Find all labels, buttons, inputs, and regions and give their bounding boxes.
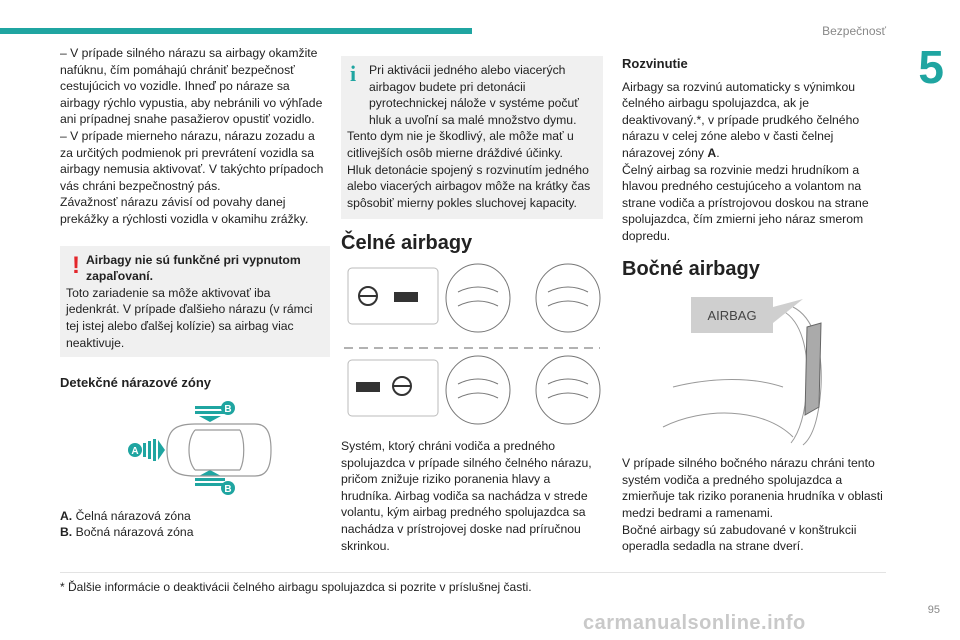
info-icon: i xyxy=(350,61,357,86)
deployment-text-end: . xyxy=(716,145,720,160)
warning-text: Toto zariadenie sa môže aktivovať iba je… xyxy=(66,285,313,350)
warning-heading: Airbagy nie sú funkčné pri vypnutom zapa… xyxy=(86,252,301,284)
deployment-text: Airbagy sa rozvinú automaticky s výnimko… xyxy=(622,79,884,162)
footer-divider xyxy=(60,572,886,573)
page-number: 95 xyxy=(927,604,940,616)
watermark: carmanualsonline.info xyxy=(583,612,806,634)
airbag-label-box xyxy=(691,297,773,334)
side-airbags-heading: Bočné airbagy xyxy=(622,257,760,280)
zone-a-label: A xyxy=(131,446,138,457)
column-middle: i Pri aktivácii jedného alebo viacerých … xyxy=(341,56,603,554)
zone-b-marker xyxy=(221,400,235,415)
side-airbag-module xyxy=(804,322,822,416)
legend-b-text: Bočná nárazová zóna xyxy=(75,525,194,540)
info-box: i Pri aktivácii jedného alebo viacerých … xyxy=(341,56,603,220)
impact-zones-diagram: B B A xyxy=(128,400,272,495)
deployment-text-part: Airbagy sa rozvinú automaticky s výnimko… xyxy=(622,79,860,160)
paragraph: – V prípade silného nárazu sa airbagy ok… xyxy=(60,46,323,127)
paragraph: Závažnosť nárazu závisí od povahy danej … xyxy=(60,195,309,226)
chapter-number: 5 xyxy=(918,41,944,93)
paragraph: – V prípade mierneho nárazu, nárazu zoza… xyxy=(60,128,324,193)
info-text: Pri aktivácii jedného alebo viacerých ai… xyxy=(369,63,579,127)
frontal-airbags-heading: Čelné airbagy xyxy=(341,232,473,255)
side-airbag-illustration: AIRBAG xyxy=(662,297,822,446)
airbag-label: AIRBAG xyxy=(707,308,756,323)
legend-a-key: A. xyxy=(60,508,73,523)
column-left: – V prípade silného nárazu sa airbagy ok… xyxy=(60,45,330,541)
legend-b-key: B. xyxy=(60,525,73,540)
deployment-heading: Rozvinutie xyxy=(622,56,688,71)
deployment-text-2: Čelný airbag sa rozvinie medzi hrudníkom… xyxy=(622,162,869,243)
warning-box: ! Airbagy nie sú funkčné pri vypnutom za… xyxy=(60,245,330,358)
frontal-airbags-text: Systém, ktorý chráni vodiča a predného s… xyxy=(341,438,592,553)
legend-b: B. Bočná nárazová zóna xyxy=(60,524,330,541)
zones-heading: Detekčné nárazové zóny xyxy=(60,375,212,391)
column-right: Rozvinutie Airbagy sa rozvinú automatick… xyxy=(622,56,884,555)
warning-icon: ! xyxy=(72,251,80,279)
zone-b-marker xyxy=(221,480,235,495)
frontal-airbags-illustration xyxy=(344,263,601,425)
legend-a-text: Čelná nárazová zóna xyxy=(75,508,191,523)
side-airbags-text: V prípade silného bočného nárazu chráni … xyxy=(622,456,883,520)
zone-b-top-label: B xyxy=(224,404,231,415)
info-text: Hluk detonácie spojený s rozvinutím jedn… xyxy=(347,162,591,210)
zone-reference: A xyxy=(707,145,717,160)
zone-a-marker xyxy=(128,442,142,457)
legend-a: A. Čelná nárazová zóna xyxy=(60,508,330,525)
footnote: * Ďalšie informácie o deaktivácii čelnéh… xyxy=(60,580,532,594)
top-accent-bar xyxy=(0,28,472,34)
zone-b-bottom-label: B xyxy=(224,484,231,495)
section-title: Bezpečnosť xyxy=(822,24,886,38)
info-text: Tento dym nie je škodlivý, ale môže mať … xyxy=(347,129,574,160)
side-airbags-text-2: Bočné airbagy sú zabudované v konštrukci… xyxy=(622,522,857,554)
